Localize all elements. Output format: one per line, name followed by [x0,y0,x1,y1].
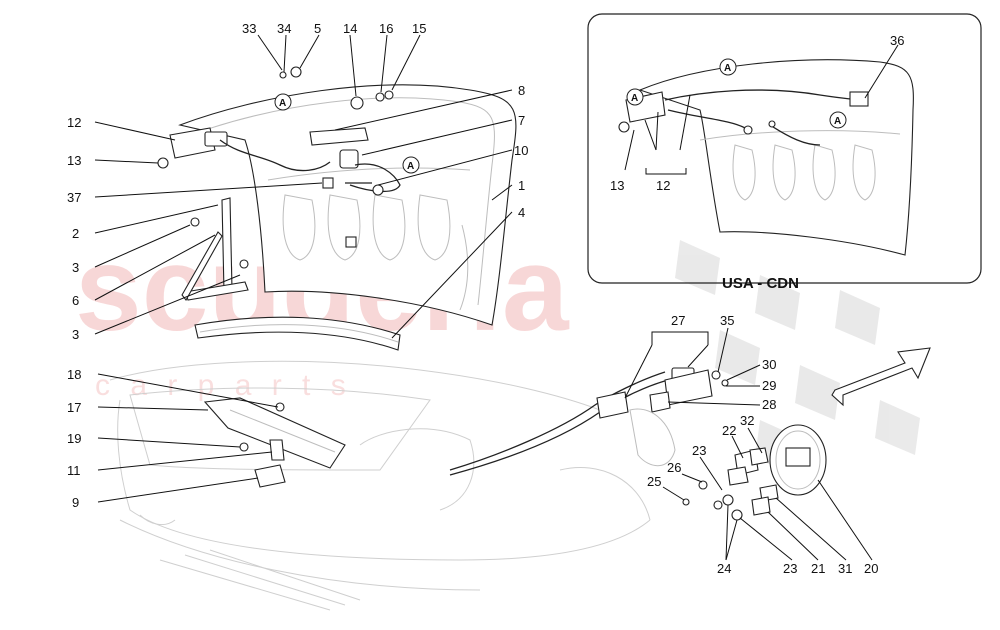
ref-marker-a: A [834,116,841,127]
ref-marker-a: A [279,98,286,109]
ref-marker-a: A [631,93,638,104]
bracket-12-inset [645,168,687,175]
callout-15: 15 [412,21,426,36]
callout-29: 29 [762,378,776,393]
callout-6: 6 [72,293,79,308]
gas-strut-assembly [181,197,249,301]
callout-18: 18 [67,367,81,382]
callout-19: 19 [67,431,81,446]
ref-marker-a: A [724,63,731,74]
callout-3: 3 [72,327,79,342]
weatherstrip [194,316,401,351]
callout-4: 4 [518,205,525,220]
usa-cdn-inset: USA - CDN [587,13,982,292]
trunk-lid [178,84,517,326]
ref-marker-a: A [407,161,414,172]
callout-28: 28 [762,397,776,412]
callout-23: 23 [692,443,706,458]
callout-10: 10 [514,143,528,158]
callout-12: 12 [67,115,81,130]
car-body-outline [109,360,651,611]
lid-hinge-assembly [157,66,401,196]
inset-label: USA - CDN [722,275,799,292]
callout-13-inset: 13 [610,178,624,193]
callout-13: 13 [67,153,81,168]
callout-37: 37 [67,190,81,205]
callout-30: 30 [762,357,776,372]
callout-11: 11 [67,463,81,478]
callout-27: 27 [671,313,685,328]
direction-arrow [831,347,931,407]
callout-35: 35 [720,313,734,328]
callout-5: 5 [314,21,321,36]
callout-26: 26 [667,460,681,475]
callout-33: 33 [242,21,256,36]
callout-31: 31 [838,561,852,576]
callout-1: 1 [518,178,525,193]
leader-lines [94,34,899,561]
callout-7: 7 [518,113,525,128]
callout-23: 23 [783,561,797,576]
callout-36: 36 [890,33,904,48]
callout-12-inset: 12 [656,178,670,193]
callout-25: 25 [647,474,661,489]
callout-9: 9 [72,495,79,510]
callout-numbers: 33 34 5 14 16 15 8 7 10 1 4 12 13 37 2 3… [67,21,904,576]
callout-2: 2 [72,226,79,241]
release-cable [449,367,729,476]
callout-17: 17 [67,400,81,415]
callout-14: 14 [343,21,357,36]
callout-3: 3 [72,260,79,275]
callout-22: 22 [722,423,736,438]
fuel-door-assembly [629,408,827,521]
callout-24: 24 [717,561,731,576]
callout-16: 16 [379,21,393,36]
ref-markers: A A A A A [274,58,847,174]
trunk-latch-bracket [203,397,346,488]
callout-34: 34 [277,21,291,36]
checkered-flag-watermark [675,240,920,475]
callout-20: 20 [864,561,878,576]
callout-32: 32 [740,413,754,428]
callout-8: 8 [518,83,525,98]
callout-21: 21 [811,561,825,576]
